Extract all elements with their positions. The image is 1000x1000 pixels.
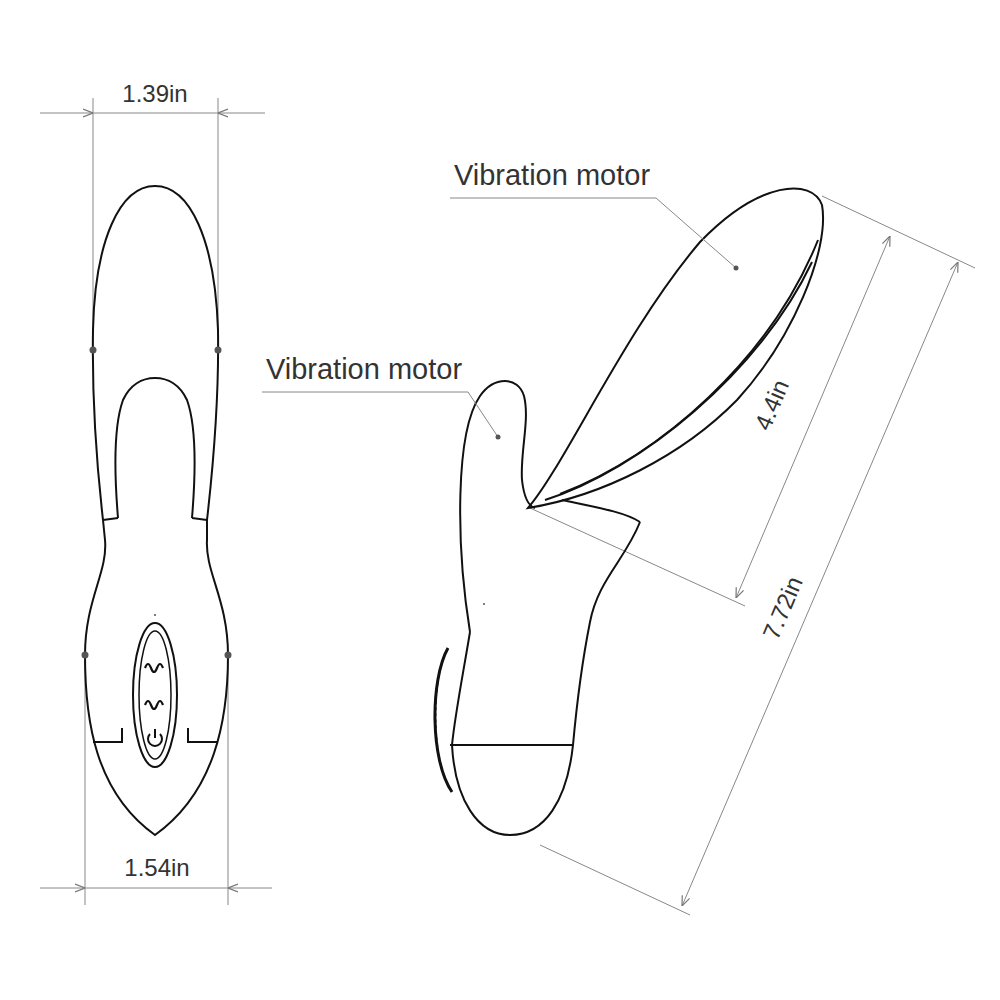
dimension-lines xyxy=(40,98,975,915)
callout-label: Vibration motor xyxy=(266,355,462,384)
reference-dot xyxy=(483,603,485,605)
dimension-label: 4.4in xyxy=(751,376,793,433)
callout-label: Vibration motor xyxy=(454,161,650,190)
dimension-label: 1.39in xyxy=(122,82,187,106)
side-view xyxy=(435,188,823,835)
reference-dots xyxy=(82,347,232,659)
leader-lines xyxy=(262,198,736,437)
front-view xyxy=(85,186,228,835)
leader-dots xyxy=(496,266,739,440)
dimension-label: 1.54in xyxy=(124,856,189,880)
